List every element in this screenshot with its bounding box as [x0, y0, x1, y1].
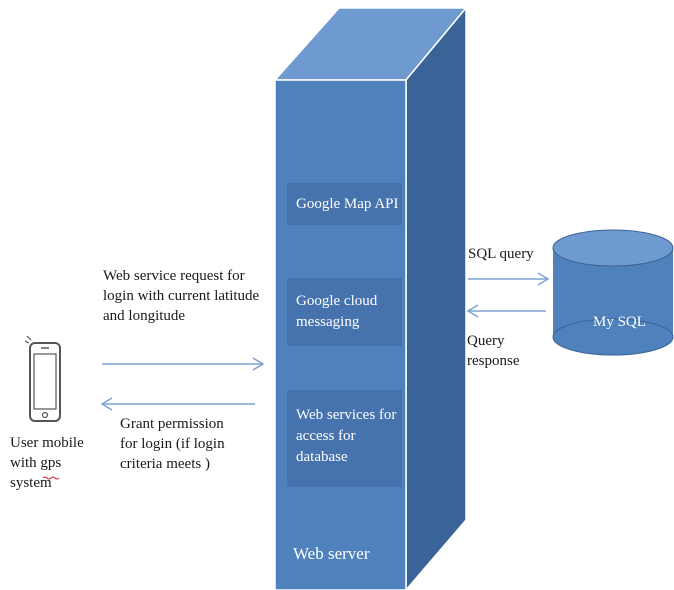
module-label-map-api: Google Map API — [296, 196, 399, 212]
mobile-phone-icon — [24, 335, 61, 422]
spellcheck-squiggle — [42, 476, 60, 480]
module-box-cloud-messaging — [287, 278, 402, 346]
request-arrowhead — [252, 357, 265, 371]
database-icon — [552, 229, 674, 356]
mobile-caption-with: with — [10, 455, 41, 471]
module-label-cloud-messaging: Google cloud messaging — [296, 293, 378, 330]
mobile-caption-line2: with gps — [10, 453, 84, 473]
module-box-web-services — [287, 390, 402, 487]
query-response-label: Query response — [467, 333, 520, 369]
sql-query-label: SQL query — [468, 246, 534, 262]
mobile-caption-line1: User mobile — [10, 435, 84, 451]
database-label: My SQL — [593, 314, 646, 330]
mobile-caption-line3: system — [10, 475, 52, 491]
request-label: Web service request for login with curre… — [103, 268, 260, 324]
server-side-face — [405, 5, 467, 590]
sql-query-arrowhead — [537, 272, 550, 286]
module-box-map-api — [287, 183, 402, 225]
module-label-web-services: Web services for access for database — [296, 407, 397, 465]
grant-label: Grant permission for login (if login cri… — [120, 416, 225, 472]
grant-arrowhead — [100, 397, 113, 411]
mobile-caption: User mobile with gps system — [10, 433, 84, 493]
server-label: Web server — [293, 544, 370, 563]
query-response-arrowhead — [466, 304, 479, 318]
mobile-caption-gps: gps — [40, 455, 62, 471]
